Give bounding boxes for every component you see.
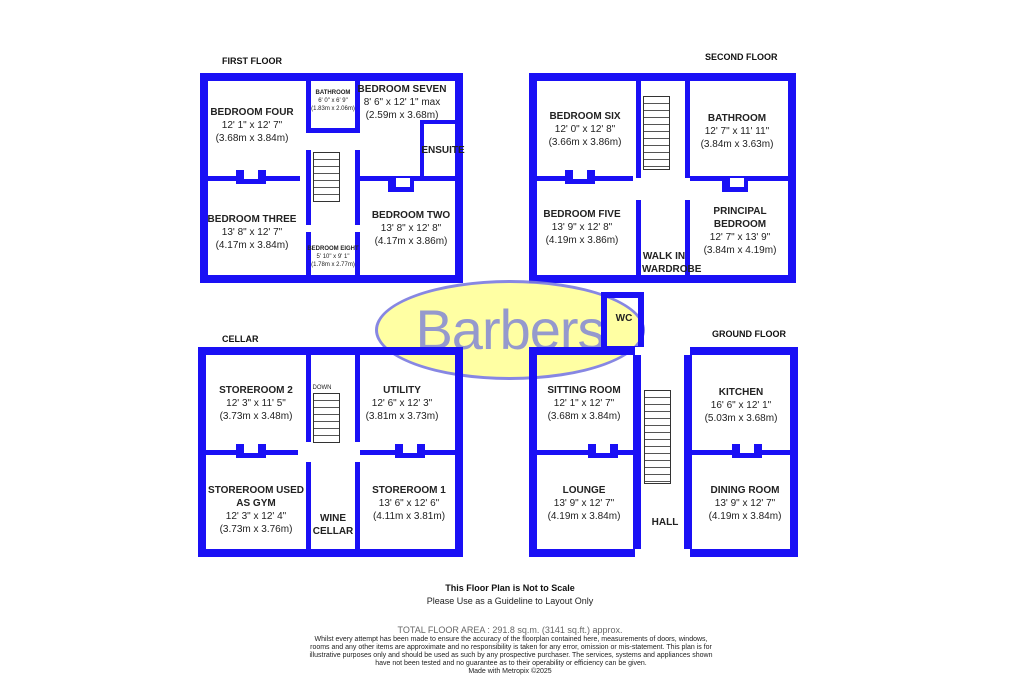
staircase — [313, 152, 340, 202]
chimney-breast — [395, 444, 425, 458]
wall — [306, 150, 311, 225]
staircase — [644, 390, 671, 484]
first-floor-title: FIRST FLOOR — [222, 56, 282, 66]
wall — [355, 73, 360, 133]
wall — [355, 150, 360, 225]
room-label: HALL — [651, 517, 679, 528]
wall — [636, 73, 641, 178]
wall — [355, 232, 360, 282]
hall-opening — [635, 549, 690, 557]
wall — [529, 450, 639, 455]
wall — [355, 347, 360, 442]
staircase — [643, 96, 670, 170]
made-with: Made with Metropix ©2025 — [468, 668, 552, 675]
wall — [685, 200, 690, 282]
wall — [420, 120, 424, 180]
second-floor-title: SECOND FLOOR — [705, 52, 778, 62]
wall — [306, 73, 311, 133]
wall — [306, 232, 311, 282]
chimney-breast — [388, 178, 414, 192]
chimney-breast — [732, 444, 762, 458]
total-floor-area: TOTAL FLOOR AREA : 291.8 sq.m. (3141 sq.… — [397, 625, 623, 635]
room-label: WALK IN WARDROBE — [642, 251, 702, 275]
wall — [685, 73, 690, 178]
room-label: WINE CELLAR — [312, 513, 354, 537]
staircase — [313, 393, 340, 443]
chimney-breast — [722, 178, 748, 192]
wall — [636, 200, 641, 282]
wall — [306, 462, 311, 557]
chimney-breast — [588, 444, 618, 458]
ground-floor-title: GROUND FLOOR — [712, 329, 786, 339]
room-label: WC — [615, 313, 633, 324]
disclaimer: Whilst every attempt has been made to en… — [309, 636, 713, 667]
cellar-title: CELLAR — [222, 334, 259, 344]
wall — [306, 128, 356, 133]
wall — [355, 462, 360, 557]
wall — [420, 120, 462, 124]
room-label: ENSUITE — [421, 145, 465, 156]
chimney-breast — [236, 444, 266, 458]
scale-note: Please Use as a Guideline to Layout Only — [426, 596, 594, 606]
chimney-breast — [565, 170, 595, 184]
hall-opening — [635, 347, 690, 355]
chimney-breast — [236, 170, 266, 184]
wall — [306, 347, 311, 442]
stairs-label: DOWN — [312, 385, 332, 391]
scale-title: This Floor Plan is Not to Scale — [445, 583, 575, 593]
